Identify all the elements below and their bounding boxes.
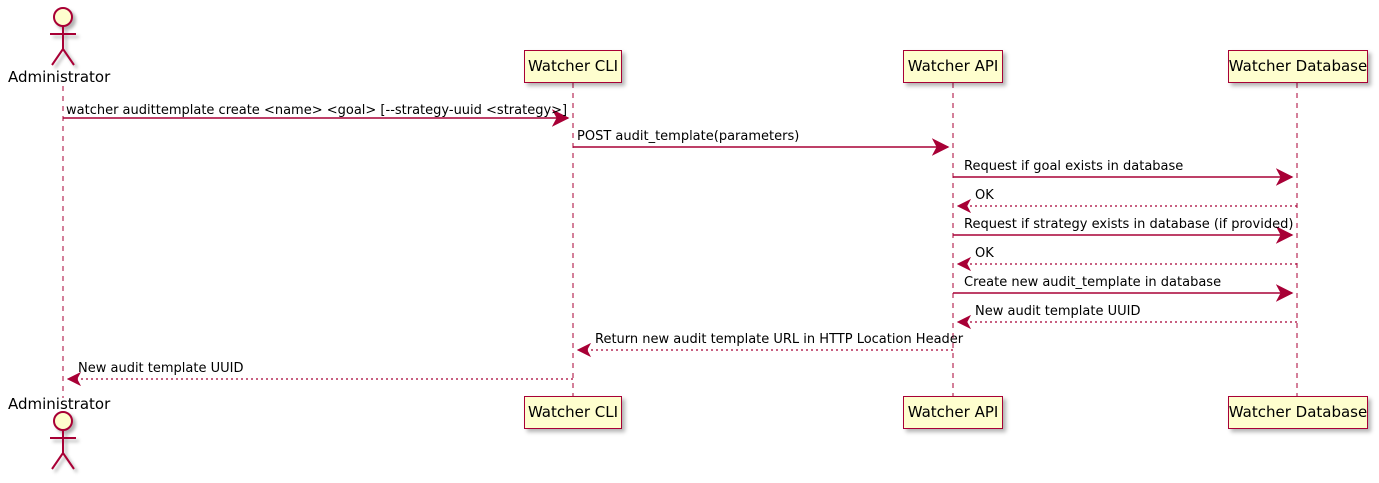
actor-administrator-top	[50, 7, 76, 66]
participant-box-watcher-database-bottom[interactable]: Watcher Database	[1228, 396, 1368, 429]
message-label-3: OK	[975, 188, 994, 203]
participant-box-watcher-api-bottom[interactable]: Watcher API	[903, 396, 1003, 429]
message-label-4: Request if strategy exists in database (…	[964, 217, 1294, 232]
participant-box-watcher-api-top[interactable]: Watcher API	[903, 50, 1003, 83]
message-label-1: POST audit_template(parameters)	[577, 129, 800, 144]
actor-administrator-bottom	[50, 411, 76, 470]
message-arrows	[63, 109, 1297, 387]
participant-label-watcher-api-bottom: Watcher API	[907, 403, 999, 421]
message-label-2: Request if goal exists in database	[964, 159, 1184, 174]
message-label-6: Create new audit_template in database	[964, 275, 1222, 290]
message-label-5: OK	[975, 246, 994, 261]
actor-label-administrator-bottom: Administrator	[8, 395, 111, 413]
participant-label-watcher-database-bottom: Watcher Database	[1228, 403, 1368, 421]
message-label-0: watcher audittemplate create <name> <goa…	[66, 103, 568, 118]
participant-box-watcher-cli-bottom[interactable]: Watcher CLI	[524, 396, 622, 429]
participant-label-watcher-cli-bottom: Watcher CLI	[527, 403, 619, 421]
participant-label-watcher-cli: Watcher CLI	[527, 57, 619, 75]
message-label-9: New audit template UUID	[78, 361, 244, 376]
message-label-8: Return new audit template URL in HTTP Lo…	[595, 332, 964, 347]
actor-label-administrator-top: Administrator	[8, 68, 111, 86]
participant-box-watcher-cli-top[interactable]: Watcher CLI	[524, 50, 622, 83]
participant-label-watcher-api: Watcher API	[907, 57, 999, 75]
lifelines	[62, 83, 1298, 398]
message-label-7: New audit template UUID	[975, 304, 1141, 319]
participant-box-watcher-database-top[interactable]: Watcher Database	[1228, 50, 1368, 83]
participant-label-watcher-database: Watcher Database	[1228, 57, 1368, 75]
